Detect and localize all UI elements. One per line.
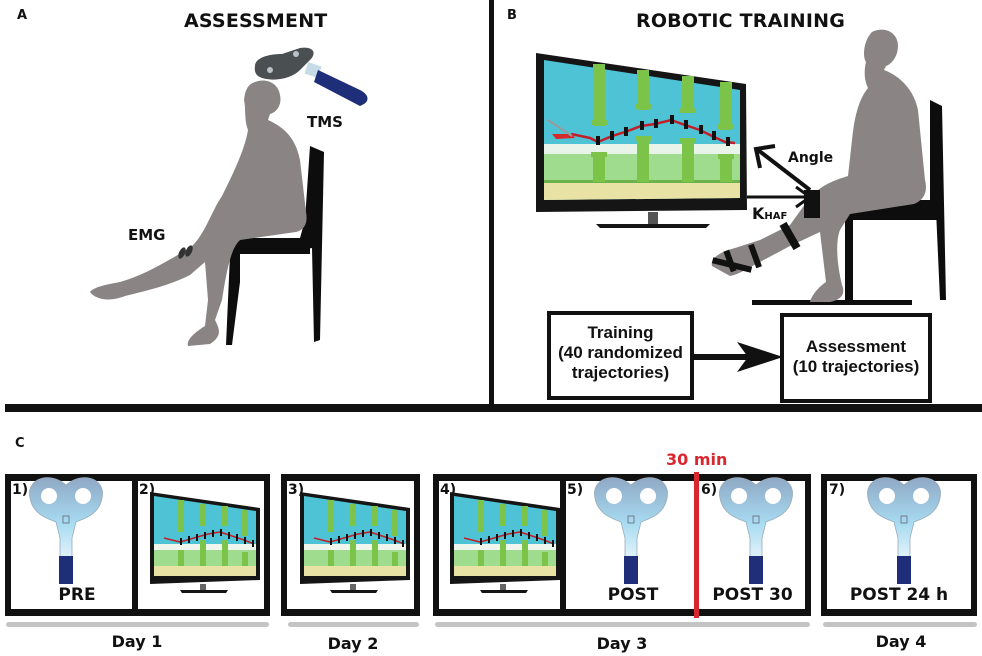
panel-divider-vertical — [489, 0, 494, 410]
training-line-1: Training — [587, 323, 654, 342]
day-2-label: Day 2 — [327, 634, 379, 653]
step-5-label: POST — [607, 585, 659, 605]
panel-divider-horizontal — [5, 404, 982, 412]
khaf-label: KHAF — [752, 204, 787, 223]
training-line-3: trajectories) — [571, 363, 670, 382]
panel-b-title: ROBOTIC TRAINING — [636, 10, 846, 32]
khaf-subscript: HAF — [764, 211, 788, 222]
day-1-bar — [6, 622, 269, 627]
seated-person-silhouette — [711, 29, 926, 303]
assessment-box-text: Assessment (10 trajectories) — [782, 337, 930, 377]
panel-c-letter: C — [15, 436, 25, 451]
step-1-label: PRE — [58, 585, 96, 605]
step-5-tms-coil-icon — [593, 477, 669, 585]
pipes — [591, 64, 734, 182]
panel-a-letter: A — [17, 8, 28, 23]
day-3-label: Day 3 — [596, 634, 648, 653]
step-7-label: POST 24 h — [849, 585, 949, 605]
training-box-text: Training (40 randomized trajectories) — [549, 323, 692, 383]
plane-icon — [547, 119, 575, 139]
angle-label: Angle — [788, 150, 834, 166]
leg-straps-icon — [711, 190, 820, 273]
step-3-screen-icon — [299, 491, 411, 594]
khaf-main: K — [752, 204, 765, 223]
angle-arrow-icon — [753, 144, 812, 192]
emg-label: EMG — [128, 226, 166, 244]
flow-arrow-icon — [692, 342, 783, 372]
assessment-illustration — [90, 47, 368, 347]
tms-coil-icon — [254, 47, 368, 106]
day-3-bar — [435, 622, 810, 627]
step-7-number: 7) — [829, 482, 846, 498]
chair-icon — [225, 146, 324, 345]
interval-marker-line — [694, 472, 699, 618]
robotic-training-illustration — [536, 29, 946, 403]
day-1-label: Day 1 — [111, 632, 163, 651]
trajectory-markers — [596, 115, 730, 146]
day-2-bar — [288, 622, 419, 627]
training-box — [547, 311, 694, 400]
step-7-tms-coil-icon — [866, 477, 942, 585]
assessment-line-1: Assessment — [805, 337, 907, 356]
emg-electrodes-icon — [178, 245, 193, 259]
step-1-tms-coil-icon — [28, 477, 104, 585]
step-1-number: 1) — [12, 482, 29, 498]
tms-label: TMS — [307, 113, 343, 131]
step-6-number: 6) — [701, 482, 718, 498]
step-5-number: 5) — [567, 482, 584, 498]
assessment-line-2: (10 trajectories) — [792, 357, 920, 376]
interval-label: 30 min — [666, 450, 728, 469]
step-4-screen-icon — [449, 491, 561, 594]
day-4-label: Day 4 — [875, 632, 927, 651]
assessment-box — [780, 313, 932, 403]
step-6-label: POST 30 — [712, 585, 793, 605]
step-2-screen-icon — [149, 491, 261, 594]
day-4-bar — [823, 622, 977, 627]
training-line-2: (40 randomized — [558, 343, 683, 362]
panel-a-title: ASSESSMENT — [184, 10, 328, 32]
panel-b-letter: B — [507, 8, 517, 23]
seated-person-silhouette — [90, 80, 307, 347]
monitor-icon — [536, 53, 747, 228]
step-6-tms-coil-icon — [718, 477, 794, 585]
